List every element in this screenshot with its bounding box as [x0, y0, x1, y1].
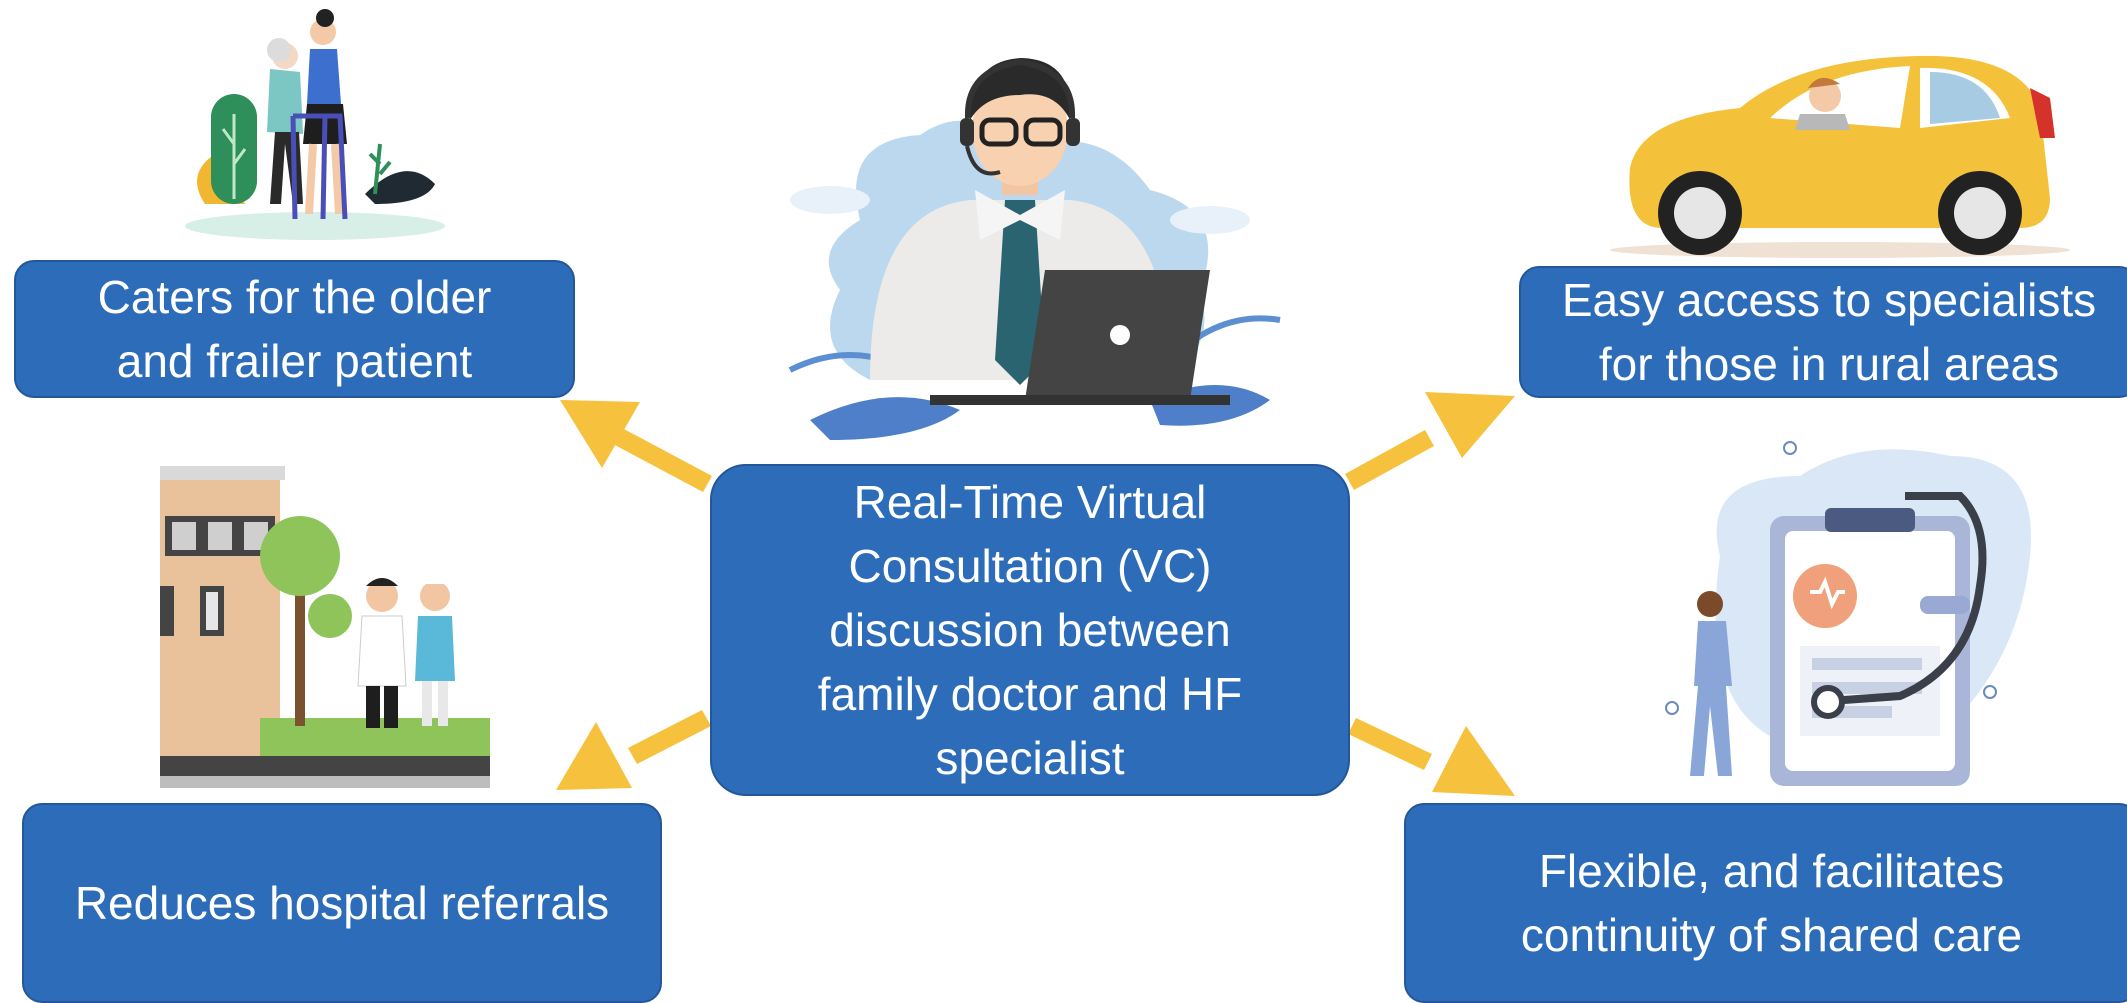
box-text-line: continuity of shared care: [1520, 909, 2023, 961]
box-text-line: Flexible, and facilitates: [1538, 845, 2005, 897]
box-text-line: Consultation (VC): [848, 540, 1212, 592]
caregiver-with-walker-icon: [185, 9, 445, 240]
rural-specialist-access-box: Easy access to specialists for those in …: [1519, 266, 2127, 398]
box-text-line: Reduces hospital referrals: [74, 877, 610, 929]
older-frailer-patient-box: Caters for the older and frailer patient: [14, 260, 575, 398]
box-text-line: for those in rural areas: [1598, 338, 2060, 390]
box-text-line: Easy access to specialists: [1561, 274, 2097, 326]
arrow-to-older: [560, 400, 712, 492]
hospital-doctor-nurse-icon: [160, 466, 490, 788]
box-text-line: Real-Time Virtual: [853, 476, 1207, 528]
arrow-to-hospital: [556, 710, 711, 790]
box-text-line: and frailer patient: [116, 335, 473, 387]
arrow-to-rural: [1345, 392, 1515, 490]
virtual-consultation-center-box: Real-Time Virtual Consultation (VC) disc…: [710, 464, 1350, 796]
arrow-to-flexible: [1348, 718, 1515, 796]
flexible-shared-care-box: Flexible, and facilitates continuity of …: [1404, 803, 2127, 1003]
box-text-line: Caters for the older: [97, 271, 492, 323]
car-driver-icon: [1610, 55, 2070, 258]
headset-consultant-laptop-icon: [788, 58, 1281, 440]
box-text-line: discussion between: [829, 604, 1231, 656]
clipboard-stethoscope-doctor-icon: [1665, 441, 2031, 786]
reduces-hospital-referrals-box: Reduces hospital referrals: [22, 803, 662, 1003]
box-text-line: specialist: [935, 732, 1125, 784]
box-text-line: family doctor and HF: [817, 668, 1243, 720]
